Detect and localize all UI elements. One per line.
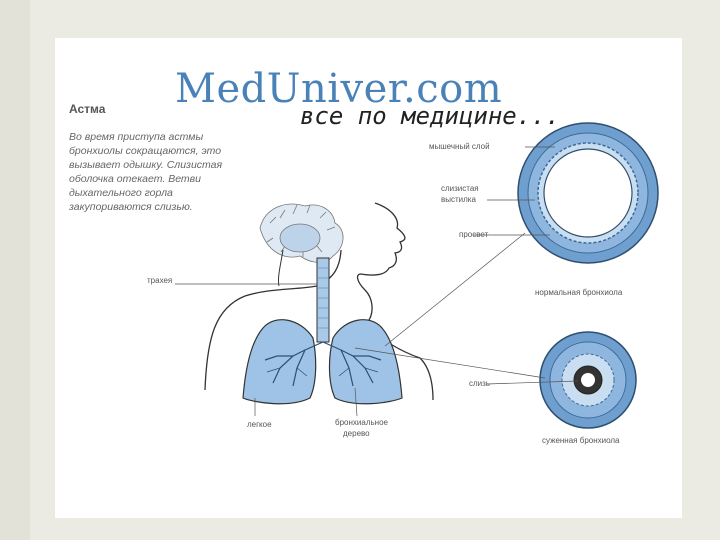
neck-tube bbox=[278, 250, 283, 286]
slide-left-bar bbox=[0, 0, 30, 540]
normal-bronchiole-lumen bbox=[544, 149, 632, 237]
head-sketch bbox=[260, 204, 343, 262]
label-mucosa-2: выстилка bbox=[441, 195, 476, 205]
label-narrowed-bronchiole: суженная бронхиола bbox=[542, 436, 620, 446]
label-lung: легкое bbox=[247, 420, 272, 430]
label-mucosa-1: слизистая bbox=[441, 184, 479, 194]
left-lung bbox=[243, 320, 316, 404]
label-mucus: слизь bbox=[469, 379, 490, 389]
trachea bbox=[317, 258, 329, 342]
label-trachea: трахея bbox=[147, 276, 172, 286]
label-muscle-layer: мышечный слой bbox=[429, 142, 490, 152]
label-bronchial-tree-1: бронхиальное bbox=[335, 418, 388, 428]
label-lumen: просвет bbox=[459, 230, 488, 240]
label-bronchial-tree-2: дерево bbox=[343, 429, 370, 439]
slide-canvas: MedUniver.com все по медицине... Астма В… bbox=[55, 38, 682, 518]
right-lung bbox=[329, 320, 402, 404]
label-normal-bronchiole: нормальная бронхиола bbox=[535, 288, 622, 298]
